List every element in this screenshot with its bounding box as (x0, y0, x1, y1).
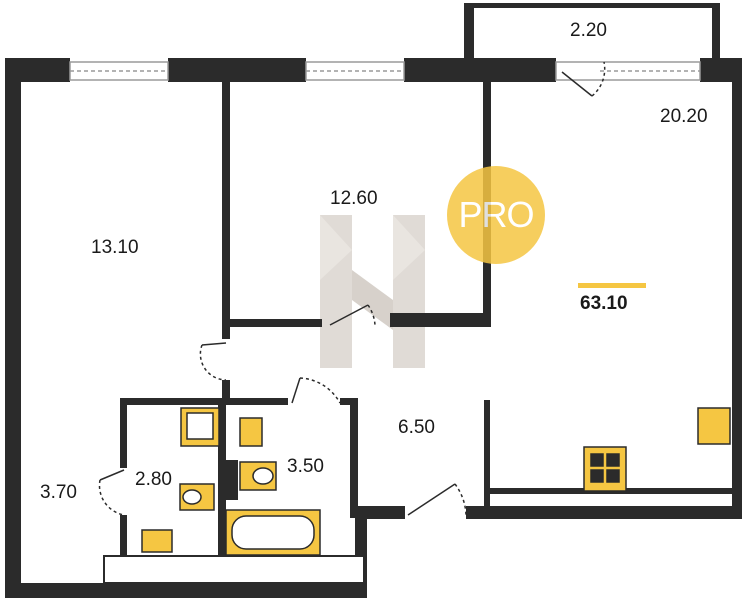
logo-watermark-icon (320, 215, 425, 368)
room-area-balcony: 2.20 (570, 20, 607, 41)
room-area-bedroom-left: 13.10 (91, 237, 139, 258)
stove-icon (583, 446, 627, 492)
room-area-toilet: 2.80 (135, 469, 172, 490)
total-area: 63.10 (580, 293, 628, 314)
room-area-corridor: 3.70 (40, 482, 77, 503)
pro-badge: PRO (447, 166, 545, 264)
door-icon (98, 61, 606, 516)
window-icon (69, 61, 701, 81)
bottom-strip (103, 555, 365, 584)
walls (5, 3, 742, 598)
room-area-hall: 6.50 (398, 417, 435, 438)
room-area-bedroom-middle: 12.60 (330, 188, 378, 209)
room-area-living-room: 20.20 (660, 106, 708, 127)
sink-icon (141, 407, 731, 553)
toilet-icon (179, 461, 277, 511)
bathtub-icon (225, 509, 321, 556)
pro-badge-text: PRO (458, 194, 534, 235)
total-accent-line (578, 283, 646, 288)
room-area-bathroom: 3.50 (287, 456, 324, 477)
